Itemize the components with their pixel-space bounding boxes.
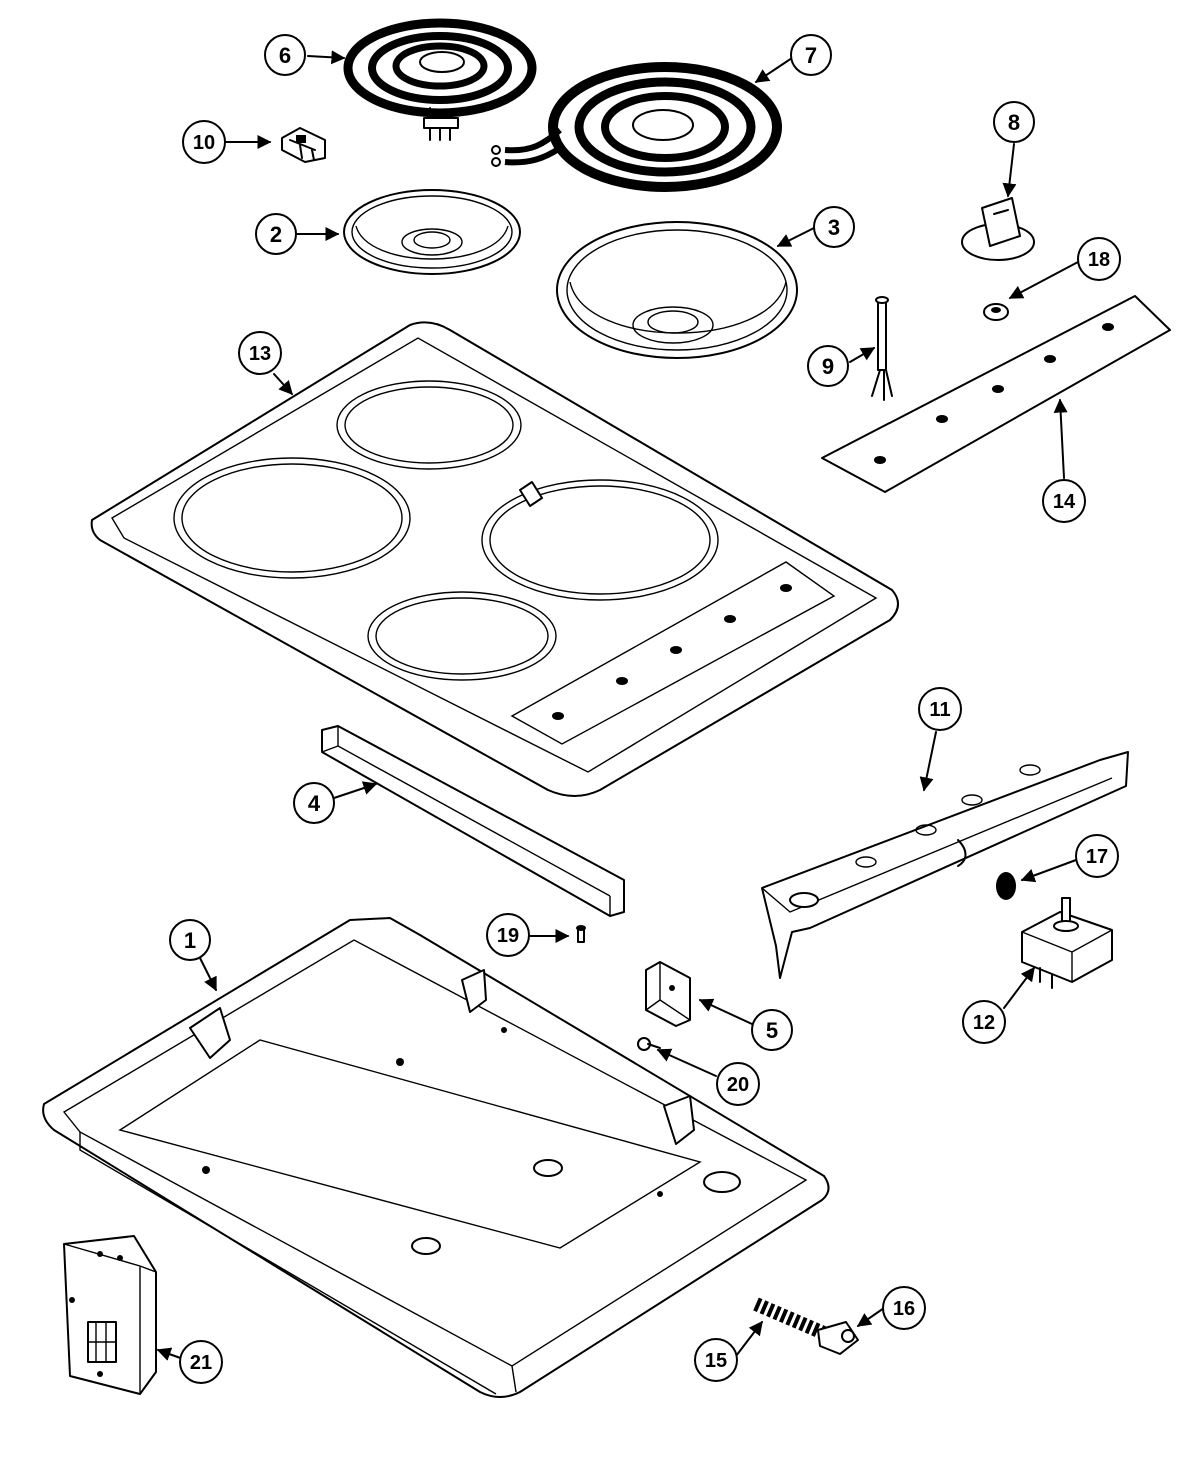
svg-text:3: 3	[828, 215, 840, 240]
callout-9: 9	[807, 345, 849, 387]
part-1-base-pan	[42, 917, 830, 1398]
svg-text:11: 11	[929, 699, 950, 721]
callout-5: 5	[751, 1009, 793, 1051]
callout-7: 7	[790, 34, 832, 76]
part-7-large-coil-element	[491, 62, 782, 192]
callout-2: 2	[255, 213, 297, 255]
callout-1: 1	[169, 919, 211, 961]
leader-arrows	[156, 50, 1079, 1361]
callout-8: 8	[993, 101, 1035, 143]
part-10-terminal-block	[281, 127, 326, 163]
callout-4: 4	[293, 782, 335, 824]
callout-21: 21	[179, 1340, 223, 1384]
svg-text:19: 19	[497, 925, 519, 947]
callout-15: 15	[694, 1338, 738, 1382]
svg-text:18: 18	[1088, 249, 1110, 271]
svg-text:17: 17	[1086, 846, 1108, 868]
part-11-switch-bracket	[761, 751, 1129, 979]
part-3-large-drip-bowl	[556, 221, 798, 359]
part-13-cooktop	[90, 321, 899, 797]
callout-16: 16	[882, 1286, 926, 1330]
part-5-clip-bracket	[645, 961, 691, 1027]
part-6-small-coil-element	[343, 18, 537, 141]
part-8-control-knob	[961, 197, 1035, 261]
svg-text:12: 12	[973, 1012, 995, 1034]
svg-text:21: 21	[190, 1352, 212, 1374]
part-14-control-panel	[821, 295, 1171, 493]
svg-text:8: 8	[1008, 110, 1020, 135]
part-2-small-drip-bowl	[343, 189, 521, 275]
part-16-terminal	[817, 1321, 859, 1355]
callout-6: 6	[264, 34, 306, 76]
svg-text:14: 14	[1053, 491, 1076, 513]
part-17-cap	[996, 872, 1016, 900]
svg-text:1: 1	[184, 928, 196, 953]
callout-17: 17	[1075, 834, 1119, 878]
svg-text:10: 10	[193, 132, 215, 154]
part-21-terminal-box	[63, 1235, 157, 1395]
part-12-infinite-switch	[1021, 897, 1113, 989]
callout-13: 13	[238, 331, 282, 375]
part-20-screw	[637, 1037, 661, 1051]
svg-text:5: 5	[766, 1018, 778, 1043]
svg-text:20: 20	[727, 1074, 749, 1096]
callout-19: 19	[486, 913, 530, 957]
svg-text:4: 4	[308, 791, 321, 816]
callout-20: 20	[716, 1062, 760, 1106]
svg-text:15: 15	[705, 1350, 727, 1372]
callout-14: 14	[1042, 479, 1086, 523]
part-9-wire	[871, 296, 893, 401]
part-15-spring	[753, 1297, 829, 1341]
svg-text:13: 13	[249, 343, 271, 365]
svg-text:2: 2	[270, 222, 282, 247]
part-19-screw	[576, 925, 586, 943]
svg-text:9: 9	[822, 354, 834, 379]
callout-10: 10	[182, 120, 226, 164]
callout-3: 3	[813, 206, 855, 248]
callout-11: 11	[918, 687, 962, 731]
callout-18: 18	[1077, 237, 1121, 281]
svg-text:7: 7	[805, 43, 817, 68]
callout-12: 12	[962, 1000, 1006, 1044]
svg-text:6: 6	[279, 43, 291, 68]
part-18-nut	[983, 303, 1009, 321]
part-4-trim-channel	[321, 725, 625, 917]
svg-text:16: 16	[893, 1298, 915, 1320]
